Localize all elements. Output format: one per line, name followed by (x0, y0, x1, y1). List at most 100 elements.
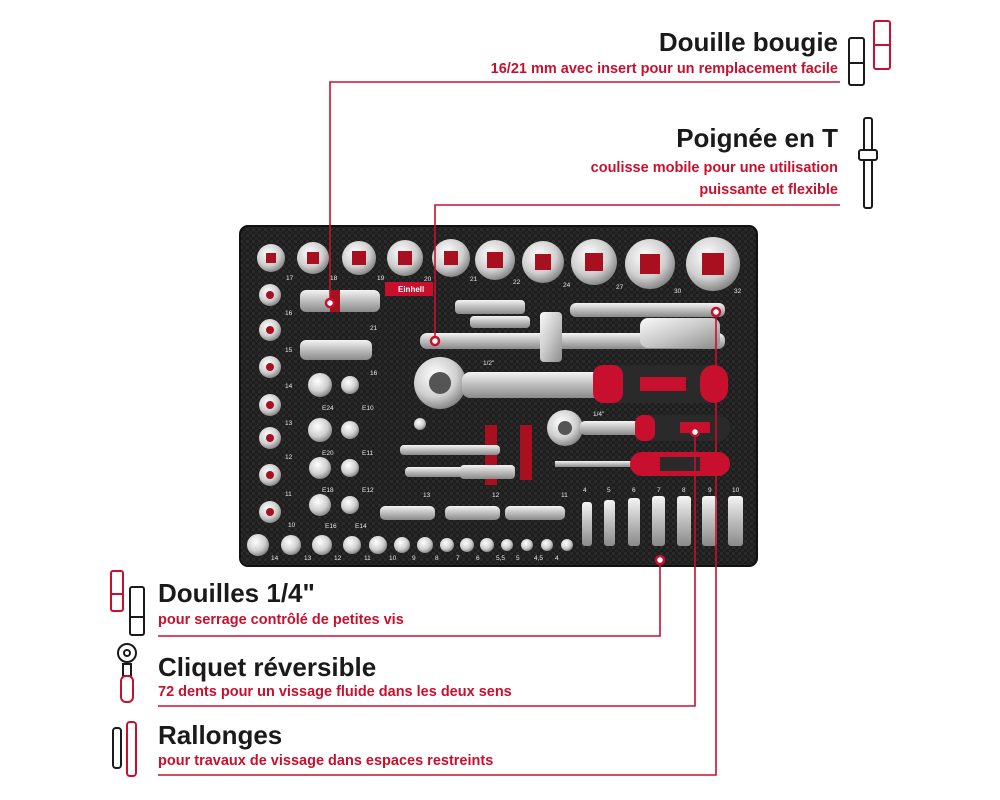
quarter-sockets-subtitle: pour serrage contrôlé de petites vis (158, 612, 404, 628)
bottom-row-sockets (247, 534, 573, 556)
svg-text:5: 5 (607, 487, 611, 494)
t-handle-icon (858, 117, 878, 209)
svg-text:11: 11 (285, 491, 292, 498)
t-handle-title: Poignée en T (676, 123, 838, 153)
svg-text:6: 6 (476, 555, 480, 562)
socket-21 (432, 239, 470, 277)
svg-text:32: 32 (734, 288, 742, 295)
svg-text:5,5: 5,5 (496, 555, 505, 562)
leader-t-handle (434, 204, 840, 341)
spark-plug-subtitle: 16/21 mm avec insert pour un remplacemen… (490, 61, 838, 77)
svg-text:24: 24 (563, 282, 571, 289)
leader-spark-plug (329, 81, 840, 303)
svg-text:10: 10 (389, 555, 397, 562)
svg-text:14: 14 (285, 383, 293, 390)
bit-handle (555, 452, 730, 476)
ratchet-half-inch (414, 357, 728, 409)
bit-row: 4 5 6 7 8 9 10 (582, 487, 743, 546)
leader-lines (158, 81, 840, 776)
svg-text:8: 8 (435, 555, 439, 562)
universal-joint (455, 300, 530, 328)
svg-text:E14: E14 (355, 523, 367, 530)
spark-plug-socket-icon (848, 20, 891, 86)
svg-text:9: 9 (412, 555, 416, 562)
leader-extensions (158, 312, 717, 776)
svg-text:E18: E18 (322, 487, 334, 494)
svg-text:8: 8 (682, 487, 686, 494)
svg-text:10: 10 (732, 487, 740, 494)
top-row-sockets (257, 237, 740, 291)
svg-text:11: 11 (364, 555, 371, 562)
quarter-sockets-title: Douilles 1/4" (158, 578, 315, 608)
svg-text:12: 12 (334, 555, 342, 562)
svg-text:10: 10 (288, 522, 296, 529)
svg-text:9: 9 (708, 487, 712, 494)
svg-text:12: 12 (285, 454, 293, 461)
svg-text:12: 12 (492, 492, 500, 499)
left-column-sockets (259, 284, 281, 523)
top-row-labels: 17 18 19 20 21 22 24 27 30 32 (286, 275, 742, 295)
svg-text:E12: E12 (362, 487, 374, 494)
socket-19 (342, 241, 376, 275)
svg-text:18: 18 (330, 275, 338, 282)
extensions-subtitle: pour travaux de vissage dans espaces res… (158, 753, 494, 769)
leader-ratchet (158, 432, 696, 707)
svg-text:21: 21 (470, 276, 478, 283)
socket-30 (625, 239, 675, 289)
t-handle-subtitle-1: coulisse mobile pour une utilisation (590, 160, 838, 176)
svg-text:E16: E16 (325, 523, 337, 530)
leader-dots (324, 297, 722, 566)
svg-text:6: 6 (632, 487, 636, 494)
svg-text:19: 19 (377, 275, 385, 282)
svg-text:16: 16 (285, 310, 293, 317)
svg-text:30: 30 (674, 288, 682, 295)
socket-32 (686, 237, 740, 291)
svg-text:21: 21 (370, 325, 378, 332)
svg-text:E20: E20 (322, 450, 334, 457)
spark-plug-sockets: 21 16 (300, 290, 380, 377)
extension-bar-icon (112, 721, 137, 777)
left-column-labels: 16 15 14 13 12 11 10 (285, 310, 296, 529)
svg-text:22: 22 (513, 279, 521, 286)
socket-24 (522, 241, 564, 283)
torx-sockets: E24 E10 E20 E11 E18 E12 E16 E14 (308, 373, 374, 530)
svg-text:7: 7 (657, 487, 661, 494)
socket-20 (387, 240, 423, 276)
quarter-socket-icon (110, 570, 145, 636)
svg-text:1/2": 1/2" (483, 360, 495, 367)
leader-quarter-sockets (158, 560, 661, 637)
ratchet-icon (117, 643, 137, 703)
svg-text:16: 16 (370, 370, 378, 377)
svg-text:13: 13 (285, 420, 293, 427)
svg-text:1/4": 1/4" (593, 411, 605, 418)
svg-text:E10: E10 (362, 405, 374, 412)
bottom-row-labels: 14 13 12 11 10 9 8 7 6 5,5 5 4,5 4 (271, 555, 559, 562)
svg-text:17: 17 (286, 275, 294, 282)
extension-bar-top (570, 303, 725, 348)
svg-text:27: 27 (616, 284, 624, 291)
svg-text:E11: E11 (362, 450, 373, 457)
extensions-title: Rallonges (158, 720, 283, 750)
socket-17 (257, 244, 285, 272)
einhell-logo-badge: Einhell (385, 282, 433, 296)
svg-text:13: 13 (423, 492, 431, 499)
svg-text:4,5: 4,5 (534, 555, 543, 562)
svg-text:15: 15 (285, 347, 293, 354)
svg-text:5: 5 (516, 555, 520, 562)
foam-cradles (400, 418, 532, 485)
svg-text:Einhell: Einhell (398, 285, 424, 294)
socket-18 (297, 242, 329, 274)
svg-text:14: 14 (271, 555, 279, 562)
svg-text:13: 13 (304, 555, 312, 562)
ratchet-subtitle: 72 dents pour un vissage fluide dans les… (158, 684, 512, 700)
deep-sockets: 13 12 11 (380, 492, 568, 520)
svg-text:11: 11 (561, 492, 568, 499)
t-handle-subtitle-2: puissante et flexible (699, 182, 838, 198)
svg-text:20: 20 (424, 276, 432, 283)
svg-text:E24: E24 (322, 405, 334, 412)
socket-22 (475, 240, 515, 280)
svg-text:7: 7 (456, 555, 460, 562)
svg-text:4: 4 (555, 555, 559, 562)
